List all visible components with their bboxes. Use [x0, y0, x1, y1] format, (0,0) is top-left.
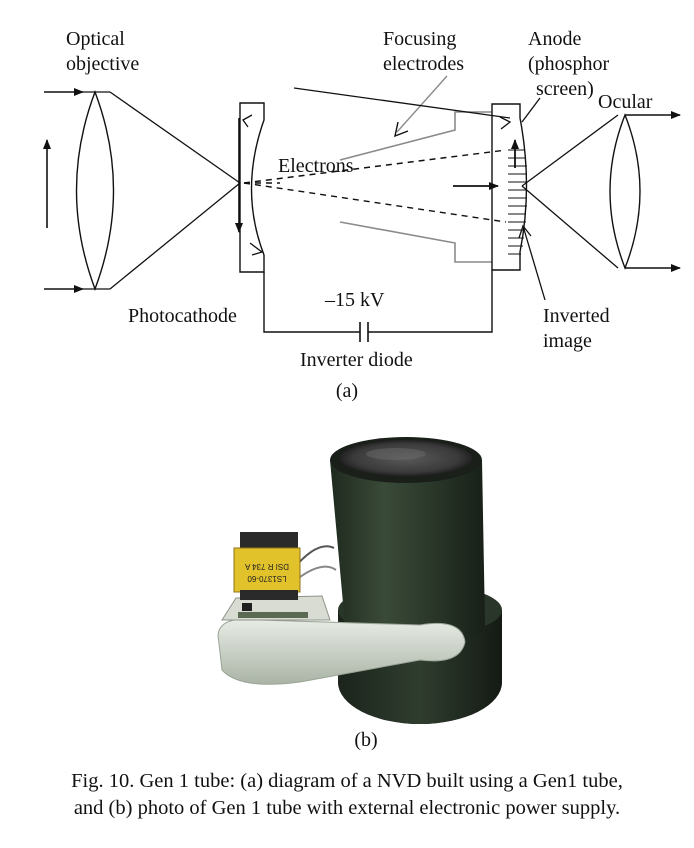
transformer — [233, 547, 301, 593]
transformer-label-2: DSI R 734 A — [244, 562, 289, 571]
power-circuit-wire — [263, 272, 360, 333]
sublabel-a: (a) — [336, 380, 358, 402]
ocular-lens — [609, 113, 641, 270]
phosphor-hatching — [508, 149, 527, 255]
nvd-diagram: Optical objective Focusing electrodes An… — [43, 28, 681, 402]
label-focusing: Focusing — [383, 28, 456, 50]
figure-caption-line-2: and (b) photo of Gen 1 tube with externa… — [73, 797, 621, 819]
figure-caption-line-1: Fig. 10. Gen 1 tube: (a) diagram of a NV… — [71, 770, 623, 792]
label-anode: Anode — [528, 28, 581, 50]
label-photocathode: Photocathode — [128, 305, 237, 327]
transformer-label-1: LS1370-60 — [247, 574, 287, 583]
label-optical: Optical — [66, 28, 125, 50]
electron-path-1 — [243, 149, 507, 184]
label-inverter-diode: Inverter diode — [300, 349, 413, 371]
tube-body — [330, 460, 485, 645]
photocathode-window — [239, 102, 265, 273]
sublabel-b: (b) — [354, 729, 377, 751]
label-phosphor: (phosphor — [528, 53, 609, 75]
transformer-core-top — [240, 532, 298, 550]
label-electrons: Electrons — [278, 155, 354, 177]
anode-screen — [491, 103, 528, 271]
label-voltage: –15 kV — [324, 289, 385, 311]
objective-lens — [75, 90, 115, 292]
label-inverted: Inverted — [543, 305, 610, 327]
focusing-electrode-top — [339, 111, 492, 161]
label-image: image — [543, 330, 592, 352]
electron-path-2 — [243, 182, 507, 223]
label-ocular: Ocular — [598, 91, 653, 113]
label-objective: objective — [66, 53, 139, 75]
label-electrodes: electrodes — [383, 53, 464, 75]
wire-2 — [295, 565, 337, 581]
focusing-pointer — [396, 75, 448, 133]
focusing-electrode-bottom — [339, 221, 492, 263]
label-screen: screen) — [536, 78, 594, 100]
gen1-tube-photo: LS1370-60 DSI R 734 A (b) — [217, 437, 502, 751]
